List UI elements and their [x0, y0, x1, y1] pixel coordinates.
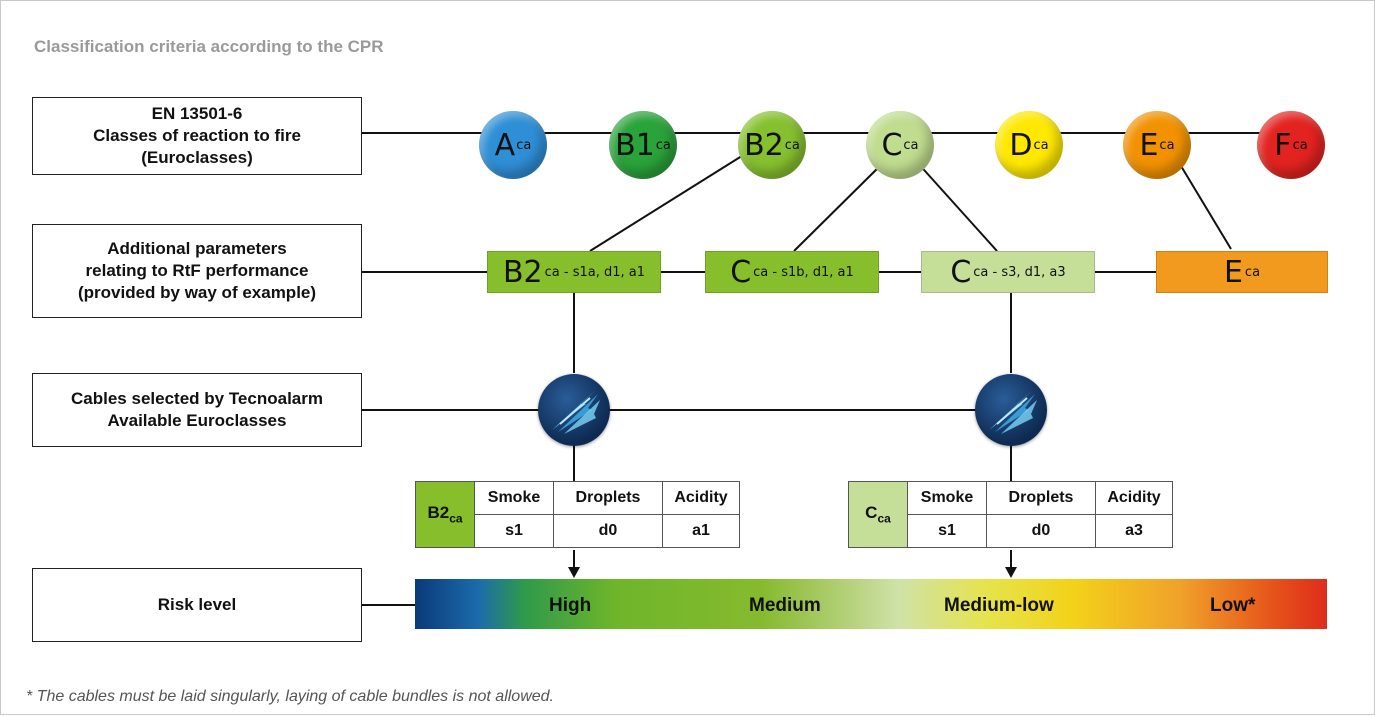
table-cell: s1 — [474, 514, 554, 548]
class-sub: ca — [784, 137, 800, 153]
table-header: Acidity — [1095, 481, 1173, 515]
spec-table-c: Cca Smoke Droplets Acidity s1 d0 a3 — [848, 481, 1173, 548]
class-main: E — [1139, 127, 1159, 163]
param-sub: ca - s1a, d1, a1 — [544, 264, 646, 280]
spec-table-b2: B2ca Smoke Droplets Acidity s1 d0 a1 — [415, 481, 740, 548]
row-label-parameters: Additional parameters relating to RtF pe… — [32, 224, 362, 318]
table-header: Acidity — [662, 481, 740, 515]
risk-level-scale — [415, 579, 1327, 629]
param-main: C — [950, 254, 972, 290]
class-sub: ca — [449, 511, 463, 526]
risk-label-medium: Medium — [749, 595, 821, 616]
class-main: B2 — [744, 127, 784, 163]
connector-line — [573, 550, 575, 568]
connector-line — [1010, 550, 1012, 568]
row-label-line: (provided by way of example) — [77, 283, 317, 302]
param-sub: ca - s1b, d1, a1 — [753, 264, 854, 280]
param-sub: ca — [1244, 264, 1261, 280]
table-header: Droplets — [986, 481, 1096, 515]
row-label-line: relating to RtF performance — [85, 261, 309, 280]
row-label-line: Classes of reaction to fire — [93, 126, 301, 145]
table-class-cell: B2ca — [415, 481, 475, 548]
table-header: Smoke — [907, 481, 987, 515]
table-header: Smoke — [474, 481, 554, 515]
connector-line — [1177, 160, 1232, 250]
connector-line — [573, 445, 575, 481]
arrow-down-icon — [568, 567, 580, 578]
row-label-line: Available Euroclasses — [107, 411, 287, 430]
class-main: D — [1009, 127, 1033, 163]
connector-line — [573, 293, 575, 373]
class-sub: ca — [655, 137, 671, 153]
table-cell: a1 — [662, 514, 740, 548]
class-sub: ca — [1033, 137, 1049, 153]
connector-line — [1010, 445, 1012, 481]
class-main: B1 — [615, 127, 655, 163]
table-header: Droplets — [553, 481, 663, 515]
param-main: E — [1223, 254, 1243, 290]
connector-line — [915, 160, 998, 252]
risk-label-high: High — [549, 595, 592, 616]
table-cell: d0 — [986, 514, 1096, 548]
connector-line — [1010, 293, 1012, 373]
risk-label-medium-low: Medium-low — [944, 595, 1054, 616]
tecnoalarm-logo-icon — [538, 374, 610, 446]
connector-line — [362, 604, 415, 606]
row-label-risk: Risk level — [32, 568, 362, 642]
table-cell: s1 — [907, 514, 987, 548]
risk-label-low: Low* — [1210, 595, 1256, 616]
tecnoalarm-logo-icon — [975, 374, 1047, 446]
class-main: A — [494, 127, 516, 163]
class-sub: ca — [877, 511, 891, 526]
param-sub: ca - s3, d1, a3 — [973, 264, 1066, 280]
row-label-line: Additional parameters — [107, 239, 287, 258]
row-label-cables: Cables selected by Tecnoalarm Available … — [32, 373, 362, 447]
table-cell: d0 — [553, 514, 663, 548]
arrow-down-icon — [1005, 567, 1017, 578]
connector-line — [793, 160, 886, 252]
diagram-title: Classification criteria according to the… — [34, 37, 384, 56]
class-sub: ca — [903, 137, 919, 153]
connector-line — [362, 132, 1295, 134]
connector-line — [362, 409, 1012, 411]
class-main: B2 — [427, 503, 450, 523]
class-sub: ca — [516, 137, 532, 153]
footnote: * The cables must be laid singularly, la… — [26, 688, 554, 705]
class-main: C — [865, 503, 878, 523]
row-label-line: EN 13501-6 — [151, 104, 243, 123]
table-cell: a3 — [1095, 514, 1173, 548]
param-main: C — [730, 254, 752, 290]
table-class-cell: Cca — [848, 481, 908, 548]
class-sub: ca — [1159, 137, 1175, 153]
row-label-euroclasses: EN 13501-6 Classes of reaction to fire (… — [32, 97, 362, 175]
class-main: C — [881, 127, 903, 163]
row-label-line: (Euroclasses) — [141, 148, 253, 167]
row-label-line: Risk level — [157, 595, 237, 614]
class-main: F — [1274, 127, 1292, 163]
param-main: B2 — [502, 254, 543, 290]
row-label-line: Cables selected by Tecnoalarm — [71, 389, 323, 408]
class-sub: ca — [1292, 137, 1308, 153]
